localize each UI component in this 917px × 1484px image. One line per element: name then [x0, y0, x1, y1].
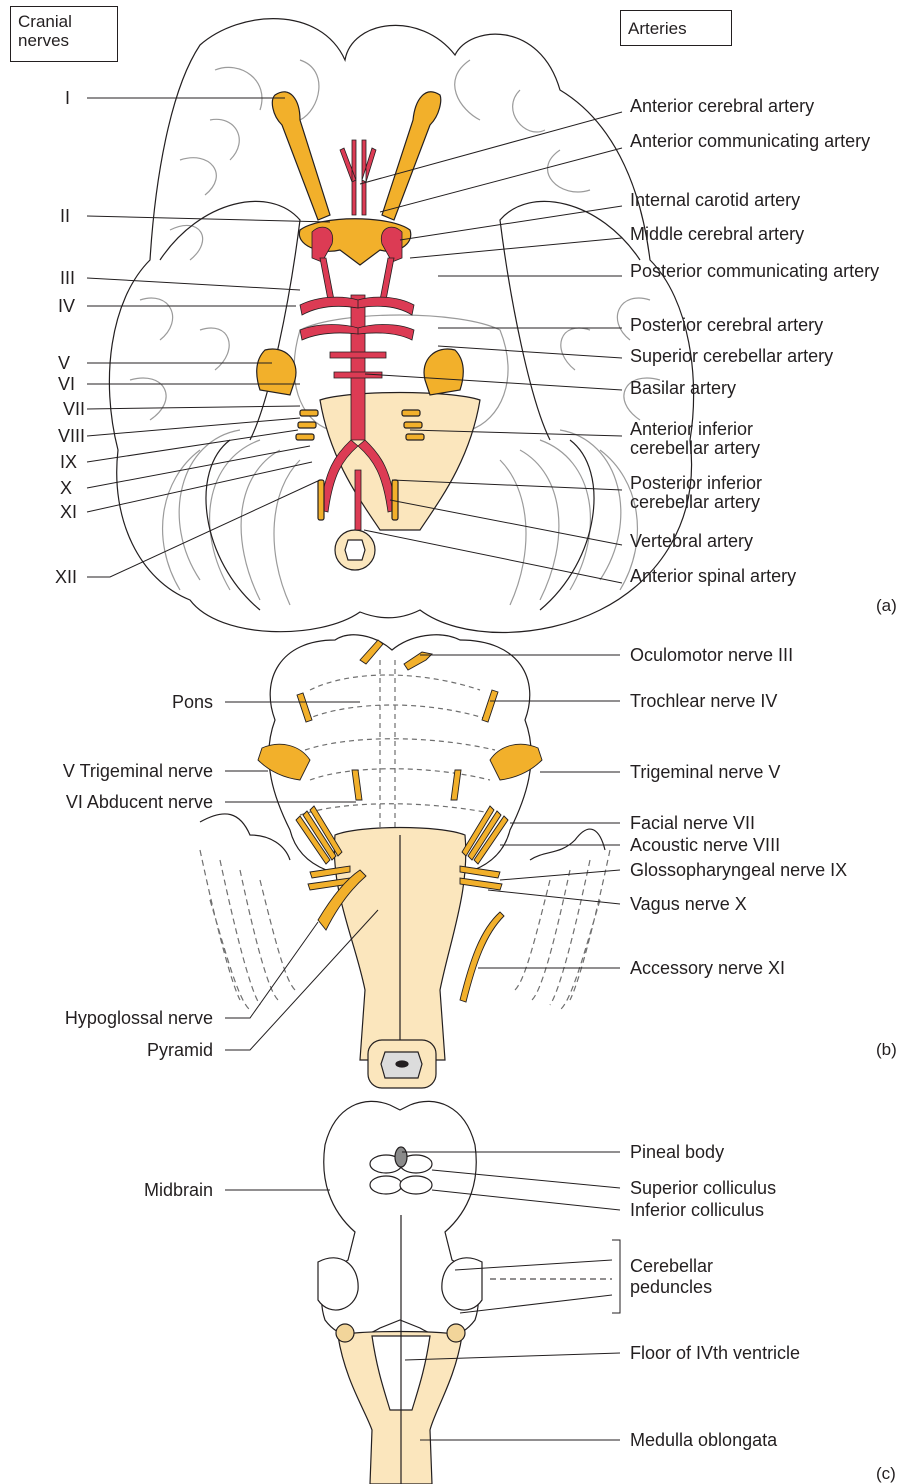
label-cerebellar-peduncles: Cerebellar peduncles: [630, 1256, 750, 1298]
artery-label-anterior-cerebral: Anterior cerebral artery: [630, 96, 814, 116]
label-floor-ivth-ventricle: Floor of IVth ventricle: [630, 1343, 800, 1363]
label-pineal-body: Pineal body: [630, 1142, 724, 1162]
artery-label-superior-cerebellar: Superior cerebellar artery: [630, 346, 833, 366]
nerve-label-V: V: [10, 353, 70, 373]
nerve-label-I: I: [10, 88, 70, 108]
label-pyramid: Pyramid: [10, 1040, 213, 1060]
panel-c-tag: (c): [876, 1464, 896, 1484]
nerve-label-XI: XI: [10, 502, 77, 522]
artery-label-anterior-spinal: Anterior spinal artery: [630, 567, 800, 586]
artery-label-posterior-inferior-cerebellar: Posterior inferior cerebellar artery: [630, 474, 830, 512]
anterior-spinal: [355, 470, 361, 530]
panel-a-tag: (a): [876, 596, 897, 616]
label-trochlear: Trochlear nerve IV: [630, 691, 777, 711]
label-trigeminal-v: Trigeminal nerve V: [630, 762, 780, 782]
artery-label-basilar: Basilar artery: [630, 378, 736, 398]
pineal-body: [395, 1147, 407, 1167]
artery-label-internal-carotid: Internal carotid artery: [630, 190, 800, 210]
accessory-b: [460, 912, 504, 1002]
artery-label-posterior-cerebral: Posterior cerebral artery: [630, 315, 823, 335]
label-glossopharyngeal: Glossopharyngeal nerve IX: [630, 860, 847, 880]
cerebellum-b-left-outline: [200, 814, 290, 860]
label-pons: Pons: [10, 692, 213, 712]
label-vi-abducent: VI Abducent nerve: [10, 792, 213, 812]
label-medulla-oblongata: Medulla oblongata: [630, 1430, 777, 1450]
nerve-label-IV: IV: [10, 296, 75, 316]
artery-label-anterior-communicating: Anterior communicating artery: [630, 132, 900, 151]
glossopharyngeal-right: [460, 866, 502, 890]
nerve-label-XII: XII: [10, 567, 77, 587]
spinal-section-b: [368, 1040, 436, 1088]
artery-label-middle-cerebral: Middle cerebral artery: [630, 224, 804, 244]
panel-c-drawing: [318, 1101, 482, 1484]
nerve-label-VII: VII: [10, 399, 85, 419]
artery-label-vertebral: Vertebral artery: [630, 531, 753, 551]
label-vagus: Vagus nerve X: [630, 894, 747, 914]
artery-label-posterior-communicating: Posterior communicating artery: [630, 262, 900, 281]
nerve-label-IX: IX: [10, 452, 77, 472]
nerve-label-VIII: VIII: [10, 426, 85, 446]
label-facial: Facial nerve VII: [630, 813, 755, 833]
basilar-artery: [351, 295, 365, 440]
label-acoustic: Acoustic nerve VIII: [630, 835, 780, 855]
spinal-cord-section: [335, 530, 375, 570]
nerve-label-VI: VI: [10, 374, 75, 394]
nerve-label-X: X: [10, 478, 72, 498]
label-hypoglossal: Hypoglossal nerve: [4, 1008, 213, 1028]
panel-a-drawing: [109, 19, 693, 633]
panel-b-tag: (b): [876, 1040, 897, 1060]
cranial-nerves-header: Cranial nerves: [10, 6, 118, 62]
label-oculomotor: Oculomotor nerve III: [630, 645, 793, 665]
label-superior-colliculus: Superior colliculus: [630, 1178, 776, 1198]
panel-b-drawing: [200, 635, 610, 1088]
cerebellum-b-left: [200, 850, 295, 1010]
artery-label-anterior-inferior-cerebellar: Anterior inferior cerebellar artery: [630, 420, 830, 458]
cerebellum-b-right: [515, 850, 610, 1010]
arteries-header: Arteries: [620, 10, 732, 46]
label-midbrain: Midbrain: [10, 1180, 213, 1200]
label-inferior-colliculus: Inferior colliculus: [630, 1200, 764, 1220]
label-v-trigeminal: V Trigeminal nerve: [10, 761, 213, 781]
nerve-label-III: III: [10, 268, 75, 288]
label-accessory: Accessory nerve XI: [630, 958, 785, 978]
nerve-label-II: II: [10, 206, 70, 226]
